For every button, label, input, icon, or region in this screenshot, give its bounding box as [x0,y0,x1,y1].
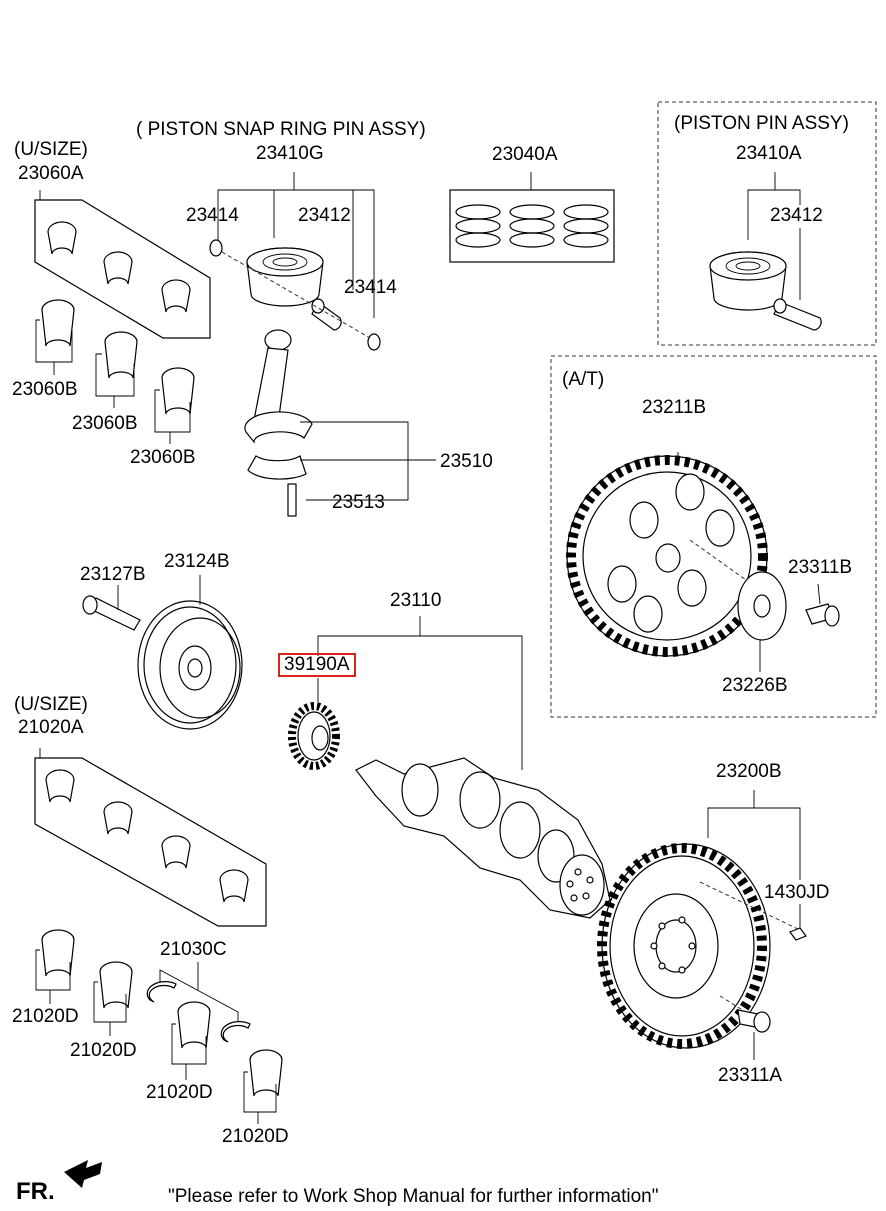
label-21020d-2: 21020D [70,1040,137,1061]
front-direction-arrow [64,1160,102,1188]
label-usize-bottom: (U/SIZE) [14,694,88,715]
label-23060a: 23060A [18,163,84,184]
label-21020d-3: 21020D [146,1082,213,1103]
label-23110: 23110 [390,590,442,611]
label-23200b: 23200B [716,761,782,782]
label-23060b-3: 23060B [130,447,196,468]
label-1430jd: 1430JD [764,882,830,903]
label-23060b-1: 23060B [12,379,78,400]
crank-pulley-23124b [82,575,243,730]
label-23412-right: 23412 [770,205,823,226]
label-piston-pin-assy: (PISTON PIN ASSY) [674,113,849,134]
label-23414-right: 23414 [344,277,397,298]
label-21020d-4: 21020D [222,1126,289,1147]
bearing-set-21020a [34,748,267,927]
label-23311b: 23311B [788,557,853,578]
label-23124b: 23124B [164,551,230,572]
footer-note: "Please refer to Work Shop Manual for fu… [168,1186,659,1207]
connecting-rod-23510 [244,329,436,517]
label-23410g: 23410G [256,143,324,164]
label-piston-snap-ring-pin-assy: ( PISTON SNAP RING PIN ASSY) [136,119,426,140]
adapter-plate-23226b [737,571,840,672]
label-21020a: 21020A [18,717,84,738]
flex-plate-23211b [566,452,768,657]
label-at: (A/T) [562,369,605,390]
crankshaft-23110 [317,616,611,919]
label-21030c: 21030C [160,939,227,960]
bearing-shells-21020d [41,929,283,1097]
label-21020d-1: 21020D [12,1006,79,1027]
label-23513: 23513 [332,492,385,513]
label-23127b: 23127B [80,564,146,585]
leader-23060b [35,319,191,444]
label-23510: 23510 [440,451,493,472]
label-23412-left: 23412 [298,205,351,226]
label-23311a: 23311A [718,1065,783,1086]
label-usize-top: (U/SIZE) [14,139,88,160]
label-23414-left: 23414 [186,205,239,226]
piston-group-23410g [209,172,381,351]
piston-pin-assy-box [657,101,877,346]
thrust-washers-21030c [146,962,251,1043]
flywheel-23200b [597,790,807,1060]
bearing-set-23060a [34,190,211,339]
bearing-shells-23060b [41,299,195,415]
label-23060b-2: 23060B [72,413,138,434]
piston-rings-23040a [449,172,615,263]
label-23226b: 23226B [722,675,788,696]
at-group-box [550,355,877,718]
label-39190a-highlighted[interactable]: 39190A [278,653,356,677]
label-23040a: 23040A [492,144,558,165]
label-23410a: 23410A [736,143,802,164]
crank-sprocket-39190a [288,678,340,770]
piston-pin-assy-23410a [709,172,822,331]
label-front: FR. [16,1178,55,1205]
leader-21020d [35,949,277,1124]
label-23211b: 23211B [642,397,707,418]
